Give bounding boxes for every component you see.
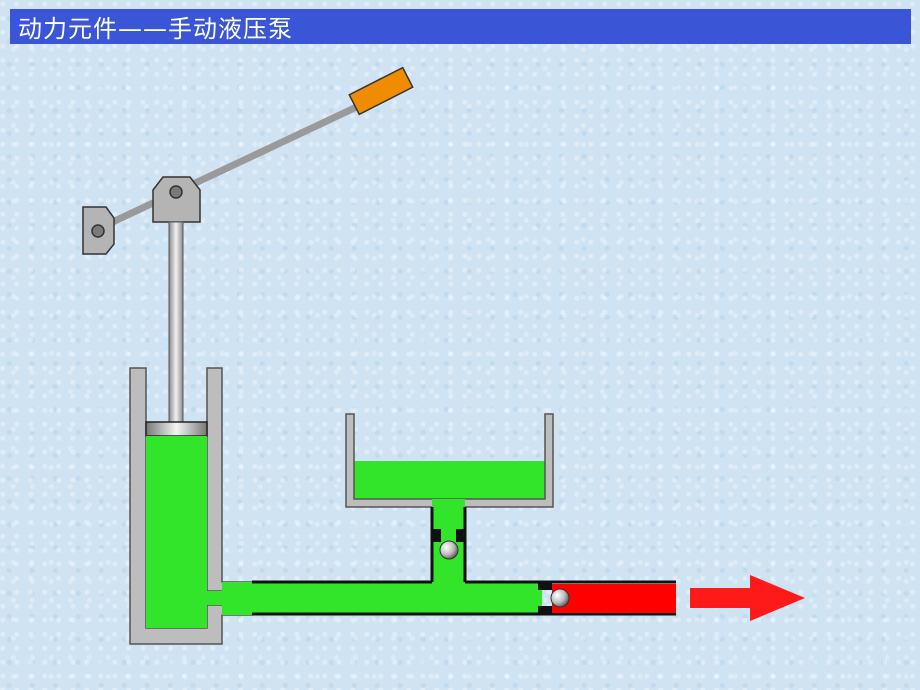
discharge-ball-icon [550, 588, 570, 608]
slide-title: 动力元件——手动液压泵 [18, 15, 293, 43]
suction-check-valve [432, 529, 465, 560]
pressurized-oil [552, 584, 676, 613]
main-pipe [222, 580, 676, 616]
rod-joint [152, 176, 201, 223]
suction-ball-icon [439, 540, 459, 560]
piston-head [145, 421, 208, 437]
lever-arm [98, 99, 367, 232]
handle-grip [348, 66, 414, 116]
right-arrow-icon [690, 575, 805, 621]
title-bar: 动力元件——手动液压泵 [10, 9, 911, 44]
fixed-pivot [82, 206, 115, 255]
pivot-pin-icon [91, 224, 105, 238]
reservoir-oil [354, 461, 545, 499]
joint-pin-icon [169, 185, 183, 199]
piston-rod [168, 221, 184, 424]
discharge-check-valve [538, 582, 570, 614]
pump-chamber-oil [146, 436, 207, 628]
